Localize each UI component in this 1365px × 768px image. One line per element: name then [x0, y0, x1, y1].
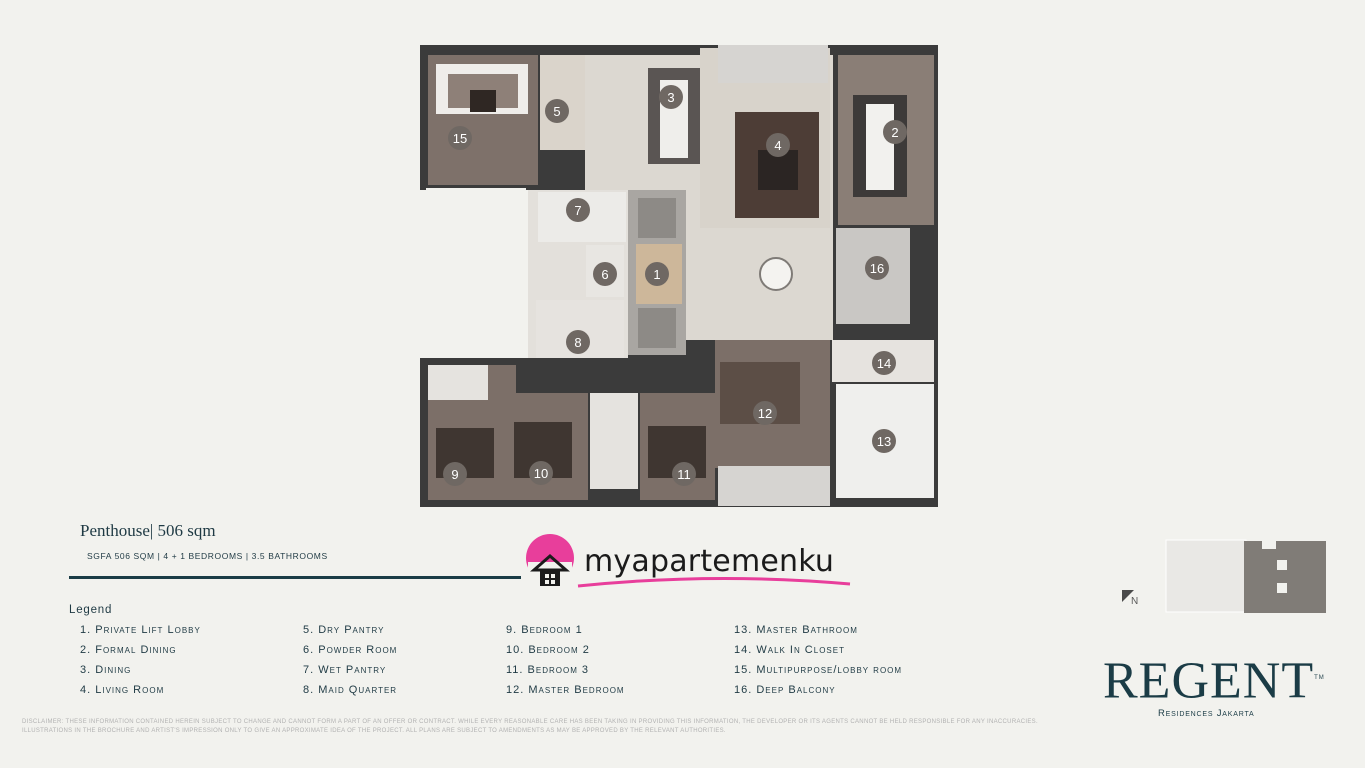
room-marker-6: 6: [593, 262, 617, 286]
legend-item: 6. Powder Room: [303, 644, 398, 656]
svg-text:7: 7: [574, 203, 581, 218]
room-marker-7: 7: [566, 198, 590, 222]
legend-item: 2. Formal Dining: [80, 644, 177, 656]
svg-text:11: 11: [677, 467, 691, 482]
svg-text:10: 10: [534, 466, 548, 481]
svg-text:1: 1: [653, 267, 660, 282]
legend-item: 13. Master Bathroom: [734, 624, 858, 636]
room-marker-9: 9: [443, 462, 467, 486]
north-label: N: [1131, 596, 1139, 607]
key-plan: [1165, 539, 1326, 613]
svg-text:2: 2: [891, 125, 898, 140]
svg-text:14: 14: [877, 356, 891, 371]
room-marker-16: 16: [865, 256, 889, 280]
room-marker-15: 15: [448, 126, 472, 150]
plan-subtitle: SGFA 506 SQM | 4 + 1 Bedrooms | 3.5 Bath…: [87, 551, 328, 561]
legend-item: 10. Bedroom 2: [506, 644, 590, 656]
svg-text:4: 4: [774, 138, 781, 153]
room-marker-5: 5: [545, 99, 569, 123]
legend-item: 7. Wet Pantry: [303, 664, 387, 676]
svg-text:9: 9: [451, 467, 458, 482]
legend-item: 8. Maid Quarter: [303, 684, 398, 696]
regent-tagline: Residences Jakarta: [1158, 708, 1255, 719]
legend-item: 9. Bedroom 1: [506, 624, 583, 636]
watermark-swoosh: [577, 576, 851, 588]
regent-logo-text: REGENT: [1103, 652, 1315, 710]
svg-text:5: 5: [553, 104, 560, 119]
room-marker-14: 14: [872, 351, 896, 375]
trademark-mark: TM: [1314, 675, 1325, 681]
svg-text:8: 8: [574, 335, 581, 350]
room-marker-12: 12: [753, 401, 777, 425]
legend-item: 3. Dining: [80, 664, 132, 676]
legend-item: 5. Dry Pantry: [303, 624, 385, 636]
svg-text:12: 12: [758, 406, 772, 421]
regent-logo: REGENTTM: [1103, 648, 1325, 711]
north-arrow-icon: [1122, 590, 1134, 602]
room-marker-2: 2: [883, 120, 907, 144]
legend-item: 11. Bedroom 3: [506, 664, 590, 676]
svg-text:16: 16: [870, 261, 884, 276]
svg-text:6: 6: [601, 267, 608, 282]
room-marker-8: 8: [566, 330, 590, 354]
room-marker-10: 10: [529, 461, 553, 485]
svg-text:3: 3: [667, 90, 674, 105]
room-marker-4: 4: [766, 133, 790, 157]
disclaimer: Disclaimer: These information contained …: [22, 719, 1038, 734]
legend-item: 12. Master Bedroom: [506, 684, 625, 696]
room-markers: 1 2 3 4 5 6 7 8 9 10 11 12 13 14 15 16: [443, 85, 907, 486]
room-marker-3: 3: [659, 85, 683, 109]
watermark-brand-name: myapartemenku: [584, 544, 835, 579]
room-marker-13: 13: [872, 429, 896, 453]
room-marker-1: 1: [645, 262, 669, 286]
svg-text:13: 13: [877, 434, 891, 449]
legend-title: Legend: [69, 604, 113, 616]
house-icon: [526, 534, 574, 590]
watermark-logo: myapartemenku: [524, 532, 854, 592]
legend-item: 15. Multipurpose/lobby room: [734, 664, 903, 676]
svg-text:15: 15: [453, 131, 467, 146]
legend-item: 14. Walk In Closet: [734, 644, 845, 656]
legend-item: 1. Private Lift Lobby: [80, 624, 201, 636]
legend-item: 16. Deep Balcony: [734, 684, 836, 696]
divider-rule: [69, 576, 521, 579]
legend-item: 4. Living Room: [80, 684, 165, 696]
plan-title: Penthouse| 506 sqm: [80, 521, 216, 540]
room-marker-11: 11: [672, 462, 696, 486]
